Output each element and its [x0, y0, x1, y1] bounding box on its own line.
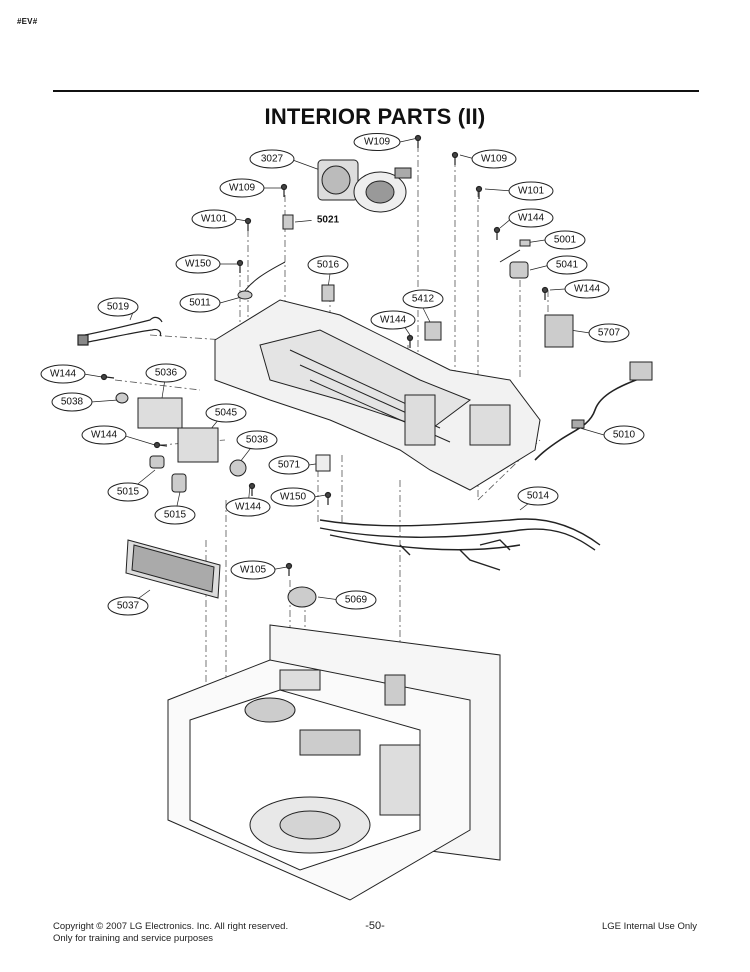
leader-lines [83, 137, 605, 607]
callout-5412: 5412 [402, 289, 444, 309]
svg-text:5011: 5011 [189, 298, 211, 309]
footer-left: Copyright © 2007 LG Electronics. Inc. Al… [53, 921, 288, 945]
callout-5036: 5036 [145, 363, 187, 383]
svg-text:5019: 5019 [107, 302, 130, 313]
callout-5021: 5021 [311, 211, 345, 229]
svg-text:5021: 5021 [317, 215, 340, 226]
svg-text:5038: 5038 [246, 435, 269, 446]
svg-text:5010: 5010 [613, 430, 636, 441]
callout-W144-a: W144 [508, 208, 554, 228]
svg-text:W109: W109 [481, 154, 508, 165]
callout-5011: 5011 [179, 293, 221, 313]
callout-3027: 3027 [249, 149, 295, 169]
svg-text:5037: 5037 [117, 601, 140, 612]
air-guide-duct [214, 299, 541, 491]
svg-text:5041: 5041 [556, 260, 579, 271]
blower-fan-assembly [317, 159, 412, 213]
callout-5038-b: 5038 [236, 430, 278, 450]
svg-text:5071: 5071 [278, 460, 301, 471]
svg-text:5036: 5036 [155, 368, 178, 379]
corner-mark: #EV# [17, 17, 38, 26]
callout-W101-right: W101 [508, 181, 554, 201]
cavity-assembly [167, 624, 501, 901]
small-components [115, 214, 574, 608]
callout-W150-b: W150 [270, 487, 316, 507]
power-cord-5010 [534, 361, 653, 461]
callout-5707: 5707 [588, 323, 630, 343]
callout-W109-left: W109 [219, 178, 265, 198]
svg-text:5015: 5015 [117, 487, 140, 498]
page-number: -50- [365, 920, 385, 932]
svg-text:W144: W144 [91, 430, 118, 441]
callout-5037: 5037 [107, 596, 149, 616]
training-note: Only for training and service purposes [53, 933, 213, 944]
callout-W144-b: W144 [564, 279, 610, 299]
header-rule [53, 90, 699, 92]
svg-text:5038: 5038 [61, 397, 84, 408]
svg-text:5016: 5016 [317, 260, 340, 271]
svg-text:W101: W101 [201, 214, 228, 225]
grille-5037 [125, 539, 221, 599]
svg-text:W109: W109 [364, 137, 391, 148]
callout-5016: 5016 [307, 255, 349, 275]
svg-text:W150: W150 [280, 492, 307, 503]
svg-text:W144: W144 [50, 369, 77, 380]
callout-W144-d: W144 [40, 364, 86, 384]
svg-text:5707: 5707 [598, 328, 621, 339]
callout-W150-a: W150 [175, 254, 221, 274]
svg-text:3027: 3027 [261, 154, 284, 165]
callout-5015-b: 5015 [154, 505, 196, 525]
callout-5045: 5045 [205, 403, 247, 423]
svg-text:W150: W150 [185, 259, 212, 270]
svg-text:5014: 5014 [527, 491, 550, 502]
callout-W109-right: W109 [471, 149, 517, 169]
callout-5015-a: 5015 [107, 482, 149, 502]
callout-5069: 5069 [335, 590, 377, 610]
callout-5019: 5019 [97, 297, 139, 317]
callout-5041: 5041 [546, 255, 588, 275]
svg-text:W144: W144 [380, 315, 407, 326]
callout-W105: W105 [230, 560, 276, 580]
callout-W144-e: W144 [81, 425, 127, 445]
copyright-text: Copyright © 2007 LG Electronics. Inc. Al… [53, 921, 289, 932]
svg-text:W144: W144 [518, 213, 545, 224]
svg-text:W144: W144 [235, 502, 262, 513]
wiring-harness-5019 [77, 316, 163, 346]
svg-text:5069: 5069 [345, 595, 368, 606]
callout-5001: 5001 [544, 230, 586, 250]
internal-use-note: LGE Internal Use Only [601, 921, 697, 932]
page-title: INTERIOR PARTS (II) [264, 104, 486, 129]
svg-text:W101: W101 [518, 186, 545, 197]
svg-text:5045: 5045 [215, 408, 238, 419]
callout-W144-c: W144 [370, 310, 416, 330]
callout-labels: W109 3027 W109 W109 W101 W101 5021 W144 … [40, 133, 645, 616]
svg-text:W144: W144 [574, 284, 601, 295]
svg-text:W105: W105 [240, 565, 267, 576]
callout-5014: 5014 [517, 486, 559, 506]
callout-W144-f: W144 [225, 497, 271, 517]
callout-W109-top: W109 [353, 133, 401, 151]
svg-text:5412: 5412 [412, 294, 435, 305]
svg-text:5001: 5001 [554, 235, 577, 246]
callout-5038-a: 5038 [51, 392, 93, 412]
wiring-harness-5014 [319, 518, 601, 571]
callout-5010: 5010 [603, 425, 645, 445]
callout-5071: 5071 [268, 455, 310, 475]
svg-text:W109: W109 [229, 183, 256, 194]
screws [100, 134, 549, 576]
svg-text:5015: 5015 [164, 510, 187, 521]
callout-W101-left: W101 [191, 209, 237, 229]
